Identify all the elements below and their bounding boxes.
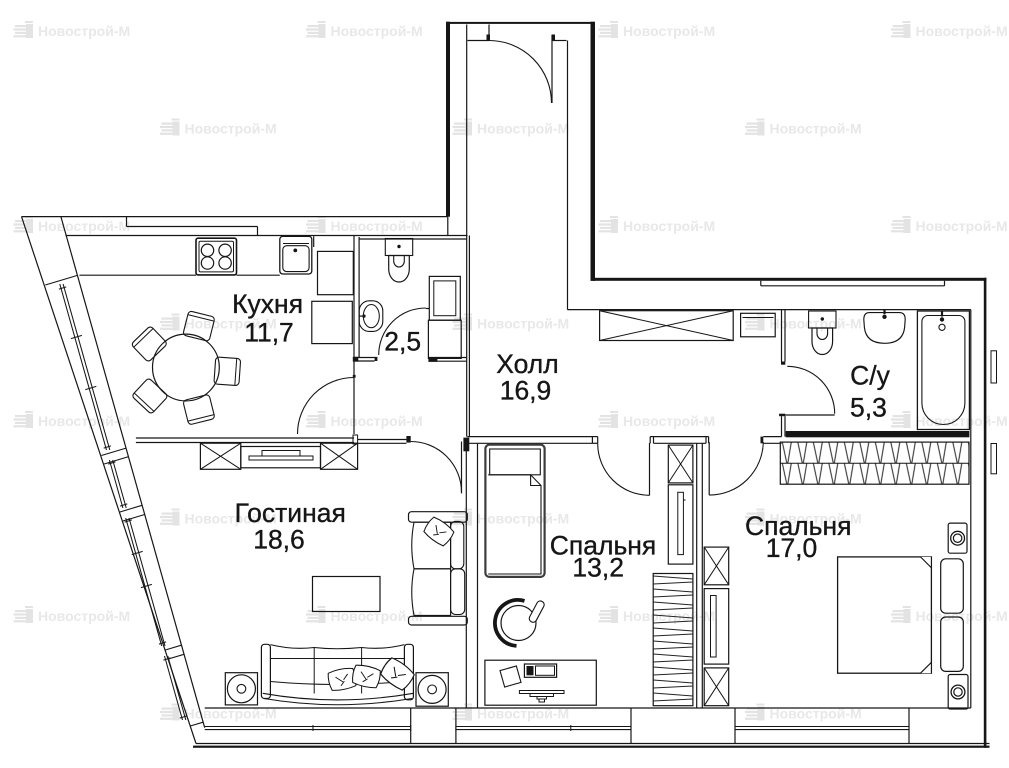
svg-text:Гостиная: Гостиная xyxy=(235,498,346,528)
svg-text:Холл: Холл xyxy=(496,349,558,379)
svg-text:11,7: 11,7 xyxy=(244,318,294,348)
svg-text:2,5: 2,5 xyxy=(384,327,421,357)
svg-text:18,6: 18,6 xyxy=(253,525,305,555)
svg-text:Спальня: Спальня xyxy=(550,531,656,561)
svg-text:С/у: С/у xyxy=(850,360,891,390)
svg-text:16,9: 16,9 xyxy=(500,376,552,406)
svg-text:Спальня: Спальня xyxy=(745,511,851,541)
svg-text:13,2: 13,2 xyxy=(572,553,624,583)
svg-text:5,3: 5,3 xyxy=(850,392,887,422)
svg-text:Кухня: Кухня xyxy=(232,289,303,319)
svg-text:17,0: 17,0 xyxy=(766,533,818,563)
